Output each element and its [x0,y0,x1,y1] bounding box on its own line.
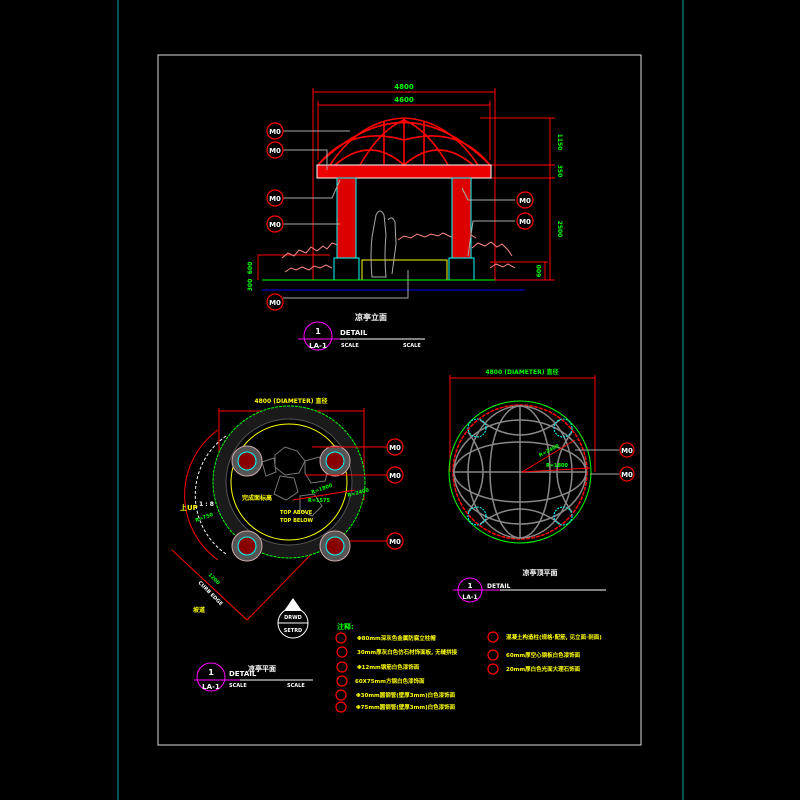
note-item: Φ30mm圆钢管(壁厚3mm)白色漆饰面 [356,691,456,699]
ramp-label: 坡道 [193,606,205,614]
roof-radius-label: R=1800 [546,463,568,469]
detail-sheet: LA-1 [202,683,220,691]
roof-lattice [453,405,587,539]
detail-label: DETAIL [487,583,511,590]
up-label: 上UP [180,503,198,512]
roof-plan-title: 凉亭顶平面 [523,568,558,577]
top-above-label: TOP ABOVE [280,510,313,516]
callout-tag: M0 [269,299,281,307]
detail-block-roof: 1 LA-1 DETAIL [453,577,606,603]
note-item: 30mm厚灰白色仿石材饰面板, 无缝拼接 [357,648,458,656]
callout-tag: M0 [269,221,281,229]
detail-sheet: LA-1 [462,594,477,601]
slope-label: 1 : 8 [199,501,214,508]
callout-tag: M0 [389,472,401,480]
dim-beam-height: 350 [556,165,563,178]
callout-tag: M0 [389,538,401,546]
note-item: 20mm厚白色光面大理石饰面 [506,665,581,673]
callout-tag: M0 [519,197,531,205]
human-figure [370,210,397,278]
callout-tag: M0 [269,195,281,203]
detail-block-elevation: 1 LA-1 DETAIL SCALE SCALE [298,321,425,351]
callout-tag: M0 [621,447,633,455]
dim-left-b: 600 [247,262,254,275]
detail-scale: SCALE [287,683,305,689]
inner-edge [230,423,348,541]
note-item: 混凝土构造柱(规格·配筋, 见立面·剖面) [506,633,602,641]
elevation-title: 凉亭立面 [355,312,387,322]
dim-base-height: 600 [536,265,543,278]
plan-columns [231,445,351,562]
dim-left-a: 300 [247,279,254,292]
note-item: Φ12mm钢筋白色漆饰面 [357,663,420,671]
detail-scale: SCALE [341,343,359,349]
callout-tag: M0 [269,147,281,155]
north-arrow-top-text: DRWD [284,615,302,621]
note-item: 60X75mm方钢白色漆饰面 [355,677,425,685]
detail-number: 1 [315,327,321,336]
roof-plan-view: 4800 (DIAMETER) 直径 R=2400 R=1800 M0 M0 凉… [448,368,635,577]
dim-dome-height: 1150 [556,134,563,151]
detail-label: DETAIL [229,670,257,678]
detail-number: 1 [468,582,473,590]
note-item: 60mm厚空心钢板白色漆饰面 [506,651,581,659]
callout-tag: M0 [389,444,401,452]
notes-heading: 注释: [337,622,354,631]
callout-tag: M0 [621,471,633,479]
plan-diameter-dim: 4800 (DIAMETER) 直径 [254,397,327,405]
detail-sheet: LA-1 [309,342,327,350]
detail-number: 1 [208,668,214,677]
roof-outer-ring [448,400,592,544]
detail-scale: SCALE [403,343,421,349]
finish-level-label: 完成面标高 [241,494,272,502]
detail-block-plan: 1 LA-1 DETAIL SCALE SCALE [194,662,313,692]
north-arrow-icon: DRWD SETRD [277,598,309,639]
roof-diameter-dim: 4800 (DIAMETER) 直径 [485,368,558,376]
roof-callouts: M0 M0 [619,442,635,482]
dim-column-height: 2500 [556,221,563,238]
detail-label: DETAIL [340,329,368,337]
callout-tag: M0 [269,128,281,136]
detail-scale: SCALE [229,683,247,689]
plan-title: 凉亭平面 [248,664,276,673]
note-item: Φ80mm深灰色金属防腐立柱帽 [357,634,436,642]
notes-legend: 注释: Φ80mm深灰色金属防腐立柱帽 30mm厚灰白色仿石材饰面板, 无缝拼接… [335,622,602,713]
ring-beam [316,164,492,179]
top-below-label: TOP BELOW [280,518,314,524]
radius-label: R=2400 [347,487,370,499]
dim-outer-width: 4800 [394,83,414,91]
elevation-leaders [283,130,515,299]
elevation-view: 4800 4600 1150 350 2500 600 300 600 [247,83,563,322]
callout-tag: M0 [519,218,531,226]
elevation-callouts: M0 M0 M0 M0 M0 M0 M0 [266,122,534,311]
plan-leaders [292,446,387,542]
plan-callouts: M0 M0 M0 [386,438,404,550]
drawing-border [157,54,642,746]
dim-inner-width: 4600 [394,96,414,104]
dome-lattice [317,117,491,167]
note-item: Φ75mm圆钢管(壁厚3mm)白色漆饰面 [356,703,456,711]
radius-label: R=1575 [308,498,330,504]
flagstone-paving [261,446,330,517]
north-arrow-bottom-text: SETRD [284,628,302,634]
ramp-edge [184,429,219,561]
roof-column-marks [467,418,573,526]
columns [333,177,475,281]
